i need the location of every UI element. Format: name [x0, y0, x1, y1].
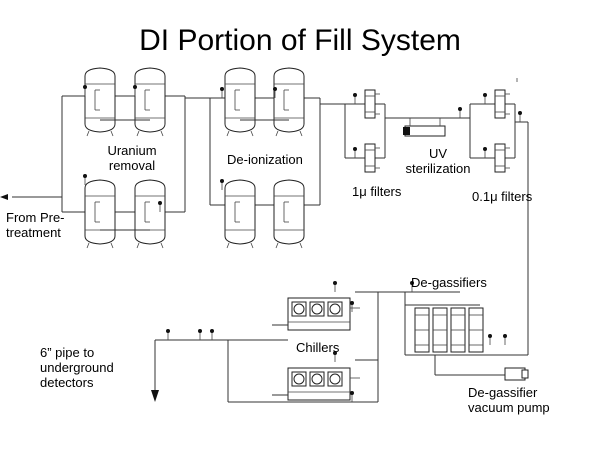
vacuum-pump [434, 355, 529, 381]
diagram-title: DI Portion of Fill System [139, 24, 461, 57]
label-degassifiers: De-gassifiers [411, 275, 487, 290]
degassifiers [378, 280, 528, 356]
label-deionization: De-ionization [227, 152, 303, 167]
outlet-pipe [151, 328, 228, 402]
deionization-tanks [185, 67, 321, 249]
label-chillers: Chillers [296, 340, 340, 355]
uranium-removal-tanks [62, 67, 186, 249]
one-micron-filters [320, 89, 386, 173]
label-from-pretreatment: From Pre- treatment [6, 210, 65, 240]
uv-sterilizer [385, 106, 470, 137]
label-1-micron-filters: 1μ filters [352, 184, 402, 199]
label-uranium-removal: Uranium removal [107, 143, 157, 173]
label-0-1-micron-filters: 0.1μ filters [472, 189, 533, 204]
chillers [227, 280, 379, 403]
inlet-pipe [0, 96, 63, 212]
label-6in-pipe: 6” pipe to underground detectors [40, 345, 114, 390]
label-vacuum-pump: De-gassifier vacuum pump [468, 385, 550, 415]
point-one-micron-filters [469, 78, 529, 355]
label-uv-sterilization: UV sterilization [405, 146, 471, 176]
